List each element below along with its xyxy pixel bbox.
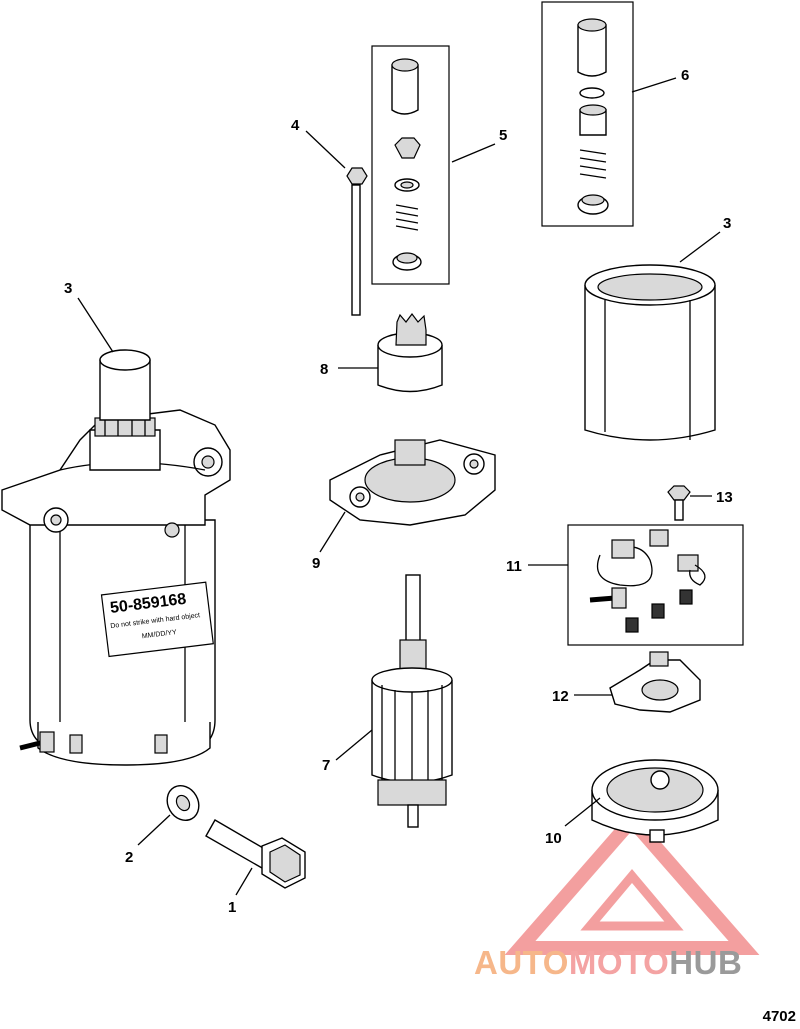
callout-6: 6 (681, 67, 689, 84)
callout-8: 8 (320, 361, 328, 378)
callout-9: 9 (312, 555, 320, 572)
armature (371, 574, 453, 828)
leader-lines (77, 77, 721, 896)
washer (166, 785, 200, 821)
callout-2: 2 (125, 849, 133, 866)
brush-holder (609, 651, 701, 713)
callout-7: 7 (322, 757, 330, 774)
callout-11: 11 (506, 558, 522, 575)
watermark-hub: HUB (669, 944, 743, 981)
diagram-number: 4702 (762, 1008, 796, 1025)
kit-box-11 (567, 524, 744, 646)
watermark-text: AUTOMOTOHUB (474, 944, 742, 982)
callout-labels: 1 2 3 3 4 5 6 7 8 9 10 11 12 13 (64, 67, 733, 916)
motor-date-code: MM/DD/YY (141, 629, 177, 640)
watermark-auto: AUTO (474, 944, 569, 981)
hex-bolt (205, 819, 306, 889)
motor-label-plate: 50-859168 Do not strike with hard object… (100, 581, 214, 658)
starter-motor-assembly: 50-859168 Do not strike with hard object… (1, 349, 231, 766)
callout-3-right: 3 (723, 215, 731, 232)
callout-10: 10 (545, 830, 562, 847)
kit-box-6 (541, 1, 634, 227)
drive-end-frame (329, 439, 496, 526)
commutator-end-cap (591, 759, 719, 843)
screw (667, 485, 691, 521)
callout-3-left: 3 (64, 280, 72, 297)
callout-12: 12 (552, 688, 569, 705)
drive-gear (377, 313, 443, 393)
kit-box-5 (371, 45, 450, 285)
watermark-logo (504, 809, 760, 955)
callout-13: 13 (716, 489, 733, 506)
callout-5: 5 (499, 127, 507, 144)
callout-4: 4 (291, 117, 300, 134)
watermark-moto: MOTO (568, 944, 670, 981)
callout-1: 1 (228, 899, 236, 916)
cap-sleeve (584, 264, 716, 441)
through-bolt (346, 167, 368, 316)
